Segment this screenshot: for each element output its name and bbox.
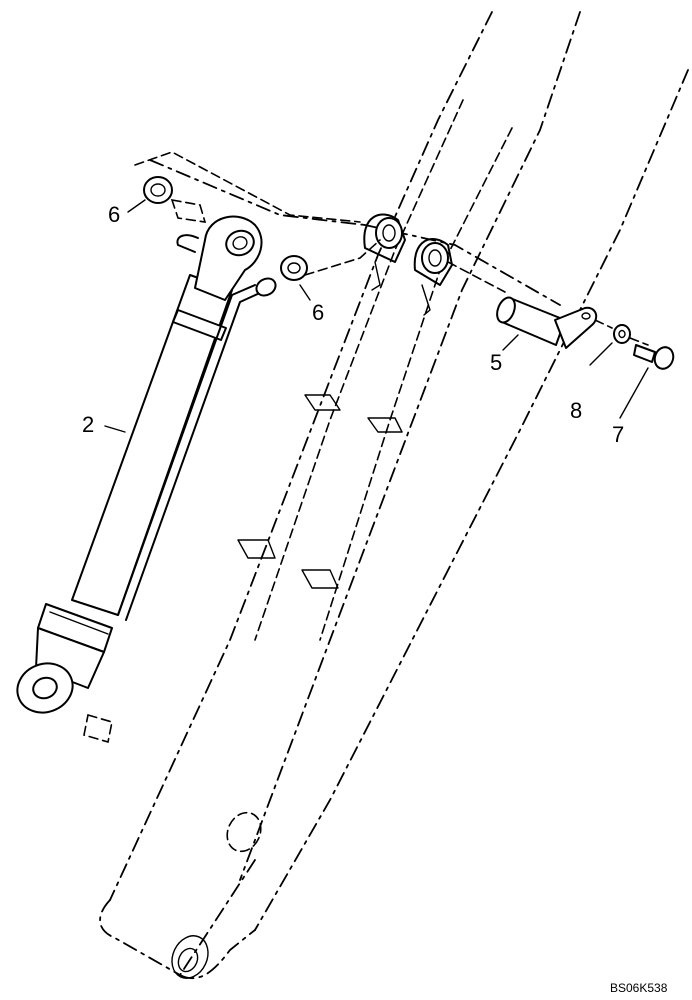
callout-8: 8 [570,398,582,423]
seal-items [143,176,308,281]
pin [496,296,598,349]
callout-6-right: 6 [312,300,324,325]
boom-inner-guides [237,99,513,641]
callout-6-left: 6 [108,202,120,227]
hydraulic-cylinder [16,215,277,744]
boom-pin-lugs [363,213,453,316]
alignment-lines [134,151,649,346]
boom-outline [99,11,689,980]
callout-5: 5 [490,350,502,375]
reference-code: BS06K538 [610,981,668,995]
callouts: 6 6 2 5 8 7 [82,202,624,447]
callout-7: 7 [612,422,624,447]
bolt [633,344,675,370]
washer [613,324,631,344]
callout-2: 2 [82,412,94,437]
leader-lines [104,199,649,433]
